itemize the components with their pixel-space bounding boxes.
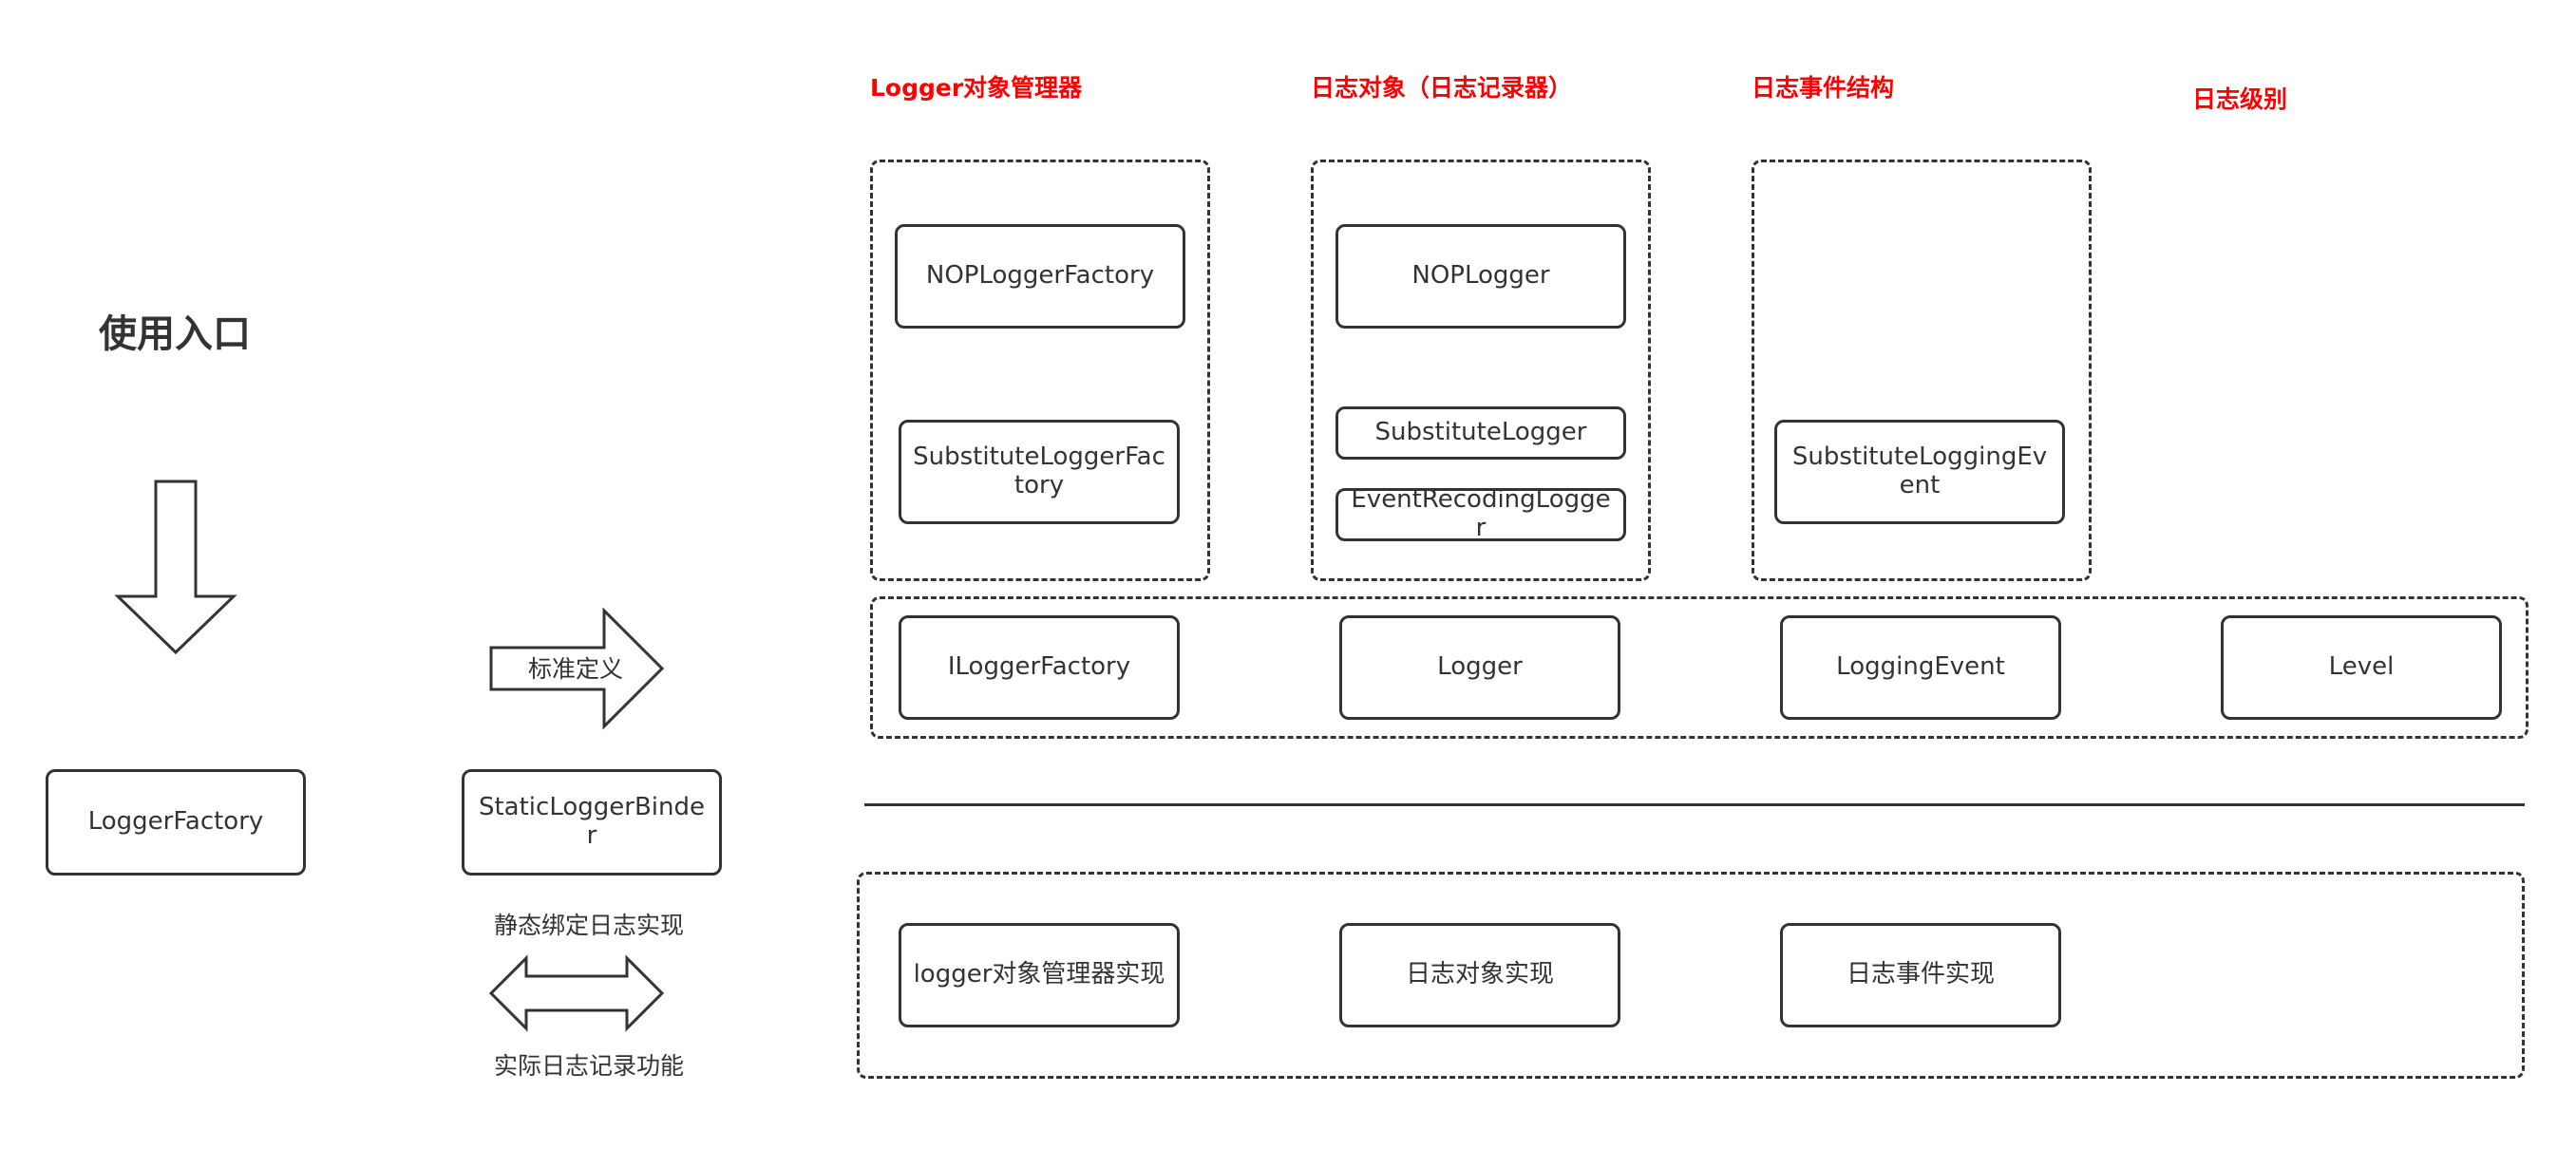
separator-line (864, 803, 2525, 806)
interface-group (870, 596, 2529, 739)
factory-implementation-box[interactable]: logger对象管理器实现 (899, 923, 1180, 1027)
substitute-logger-factory-box[interactable]: SubstituteLoggerFactory (899, 420, 1180, 524)
event-recoding-logger-box[interactable]: EventRecodingLogger (1335, 485, 1626, 542)
nop-logger-box[interactable]: NOPLogger (1335, 224, 1626, 329)
nop-logger-factory-box[interactable]: NOPLoggerFactory (895, 224, 1185, 329)
heading-logger-object: 日志对象（日志记录器） (1311, 74, 1573, 102)
static-binding-label: 静态绑定日志实现 (494, 912, 685, 939)
logger-impl-group (1311, 160, 1651, 581)
heading-log-level: 日志级别 (2192, 85, 2288, 113)
event-impl-group (1752, 160, 2092, 581)
substitute-logging-event-box[interactable]: SubstituteLoggingEvent (1774, 420, 2065, 524)
factory-impl-group (870, 160, 1210, 581)
implementation-group (857, 872, 2525, 1079)
level-box[interactable]: Level (2221, 615, 2502, 720)
static-logger-binder-box[interactable]: StaticLoggerBinder (462, 769, 722, 876)
logger-interface-box[interactable]: Logger (1339, 615, 1620, 720)
logger-factory-box[interactable]: LoggerFactory (46, 769, 306, 876)
heading-logger-factory-manager: Logger对象管理器 (870, 74, 1083, 102)
substitute-logger-box[interactable]: SubstituteLogger (1335, 406, 1626, 460)
ilogger-factory-box[interactable]: ILoggerFactory (899, 615, 1180, 720)
heading-logging-event-structure: 日志事件结构 (1752, 74, 1895, 102)
right-arrow-icon (489, 607, 665, 730)
down-arrow-icon (114, 480, 237, 655)
event-implementation-box[interactable]: 日志事件实现 (1780, 923, 2061, 1027)
double-arrow-icon (488, 954, 665, 1032)
logger-implementation-box[interactable]: 日志对象实现 (1339, 923, 1620, 1027)
entry-title: 使用入口 (99, 312, 251, 356)
standard-definition-label: 标准定义 (528, 655, 624, 683)
logging-event-box[interactable]: LoggingEvent (1780, 615, 2061, 720)
actual-logging-label: 实际日志记录功能 (494, 1052, 685, 1080)
